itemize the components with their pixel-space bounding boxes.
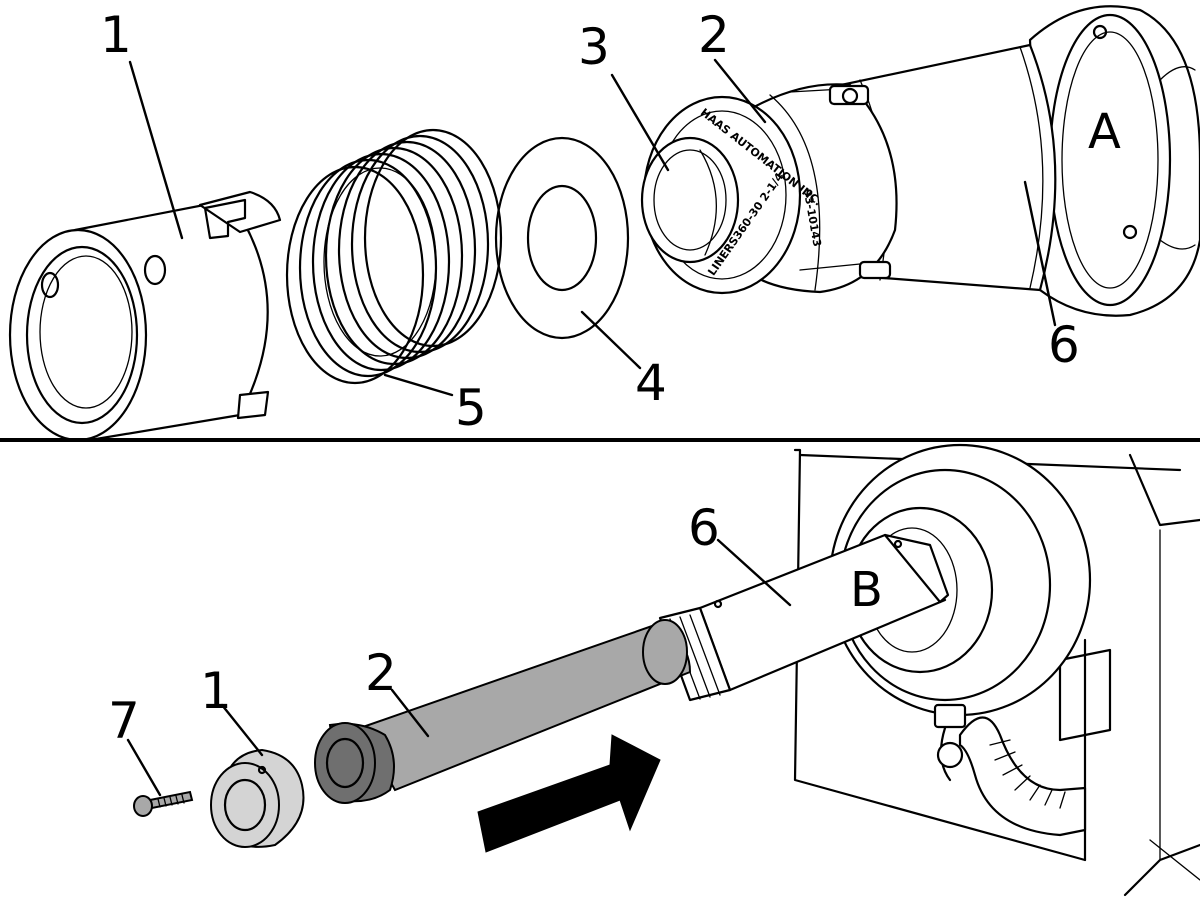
leader-6-top xyxy=(1023,180,1057,327)
view-label-a: A xyxy=(1088,104,1121,160)
callout-3-top: 3 xyxy=(578,18,610,76)
bottom-install-view: 6 2 1 7 B xyxy=(108,443,1200,897)
leader-2-bottom xyxy=(390,688,430,738)
leader-3-top xyxy=(610,73,670,172)
callout-5-top: 5 xyxy=(455,379,487,437)
leader-5-top xyxy=(383,373,454,397)
leader-1-top xyxy=(128,60,184,240)
part-3-reducer-insert xyxy=(640,136,740,264)
arrow-right-icon xyxy=(477,734,661,853)
callout-7-bottom: 7 xyxy=(108,692,140,750)
callout-6-top: 6 xyxy=(1048,316,1080,374)
machine-housing xyxy=(793,443,1200,897)
part-2-liner-tube xyxy=(314,619,692,804)
callout-4-top: 4 xyxy=(635,354,667,412)
leader-4-top xyxy=(580,310,642,370)
leader-7-bottom xyxy=(126,738,162,797)
part-4-washer xyxy=(494,136,630,340)
top-exploded-view: HAAS AUTOMATION INC. 93-10143 LINERS360-… xyxy=(8,5,1200,442)
leader-2-top xyxy=(713,58,767,124)
part-1-nut xyxy=(210,748,305,848)
leader-6-bottom xyxy=(716,538,792,607)
leader-1-bottom xyxy=(220,703,264,757)
part-1-cap xyxy=(8,190,282,442)
callout-1-top: 1 xyxy=(100,6,132,64)
callout-1-bottom: 1 xyxy=(200,662,232,720)
callout-2-top: 2 xyxy=(698,6,730,64)
callout-6-bottom: 6 xyxy=(688,499,720,557)
callout-2-bottom: 2 xyxy=(365,644,397,702)
part-7-screw xyxy=(133,790,194,817)
view-label-b: B xyxy=(850,562,883,618)
part-5-coil-spring xyxy=(285,128,503,385)
